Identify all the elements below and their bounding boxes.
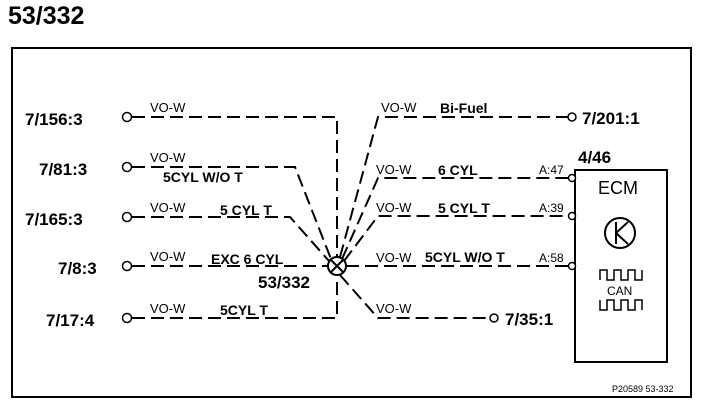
right-wire-a58[interactable] <box>346 261 577 271</box>
left-connector-label: 7/81:3 <box>39 160 87 179</box>
ecm-pin-label: A:39 <box>539 201 564 215</box>
right-connector-label: 7/201:1 <box>582 109 640 128</box>
right-connector-label: 7/35:1 <box>505 310 553 329</box>
right-wire-a47[interactable] <box>341 173 577 260</box>
right-wire-7-35-1[interactable] <box>339 274 499 323</box>
transistor-icon <box>604 217 636 249</box>
wire-condition-label: 5CYL W/O T <box>163 169 243 185</box>
ecm-pin-label: A:58 <box>539 251 564 265</box>
right-wire-7-201-1[interactable] <box>339 112 577 258</box>
diagram-frame <box>11 47 692 398</box>
left-wire-7-81-3[interactable] <box>121 161 332 260</box>
left-connector-label: 7/8:3 <box>58 259 97 278</box>
wire-color-label: VO-W <box>150 200 186 215</box>
wire-condition-label: 6 CYL <box>438 162 478 178</box>
ecm-pin-label: A:47 <box>539 163 564 177</box>
wire-color-label: VO-W <box>150 249 186 264</box>
left-wire-7-8-3[interactable] <box>121 260 329 272</box>
figure-reference: P20589 53-332 <box>612 384 674 394</box>
splice-icon[interactable] <box>327 256 347 276</box>
can-label: CAN <box>607 284 632 298</box>
left-wire-7-156-3[interactable] <box>121 111 338 258</box>
diagram-title: 53/332 <box>8 2 85 30</box>
ecm-label: ECM <box>598 178 638 198</box>
wire-color-label: VO-W <box>376 162 412 177</box>
wire-color-label: VO-W <box>150 100 186 115</box>
left-wire-7-165-3[interactable] <box>121 211 330 262</box>
right-wire-a39[interactable] <box>343 211 577 262</box>
wire-condition-label: Bi-Fuel <box>440 100 487 116</box>
wire-condition-label: 5 CYL T <box>220 202 272 218</box>
ecm-ref: 4/46 <box>578 148 611 167</box>
wire-color-label: VO-W <box>376 301 412 316</box>
wire-condition-label: 5CYL W/O T <box>425 249 505 265</box>
wire-color-label: VO-W <box>150 150 186 165</box>
wire-color-label: VO-W <box>150 301 186 316</box>
wire-color-label: VO-W <box>376 200 412 215</box>
left-connector-label: 7/156:3 <box>25 110 83 129</box>
wire-condition-label: EXC 6 CYL <box>211 251 284 267</box>
wire-color-label: VO-W <box>381 100 417 115</box>
splice-label: 53/332 <box>258 273 310 292</box>
wire-color-label: VO-W <box>376 250 412 265</box>
wire-condition-label: 5CYL T <box>220 302 268 318</box>
left-connector-label: 7/17:4 <box>46 311 95 330</box>
left-connector-label: 7/165:3 <box>25 210 83 229</box>
can-waveform-icon <box>599 269 643 311</box>
left-wire-7-17-4[interactable] <box>121 275 338 324</box>
ecm-box[interactable] <box>574 169 668 363</box>
wire-condition-label: 5 CYL T <box>438 200 490 216</box>
